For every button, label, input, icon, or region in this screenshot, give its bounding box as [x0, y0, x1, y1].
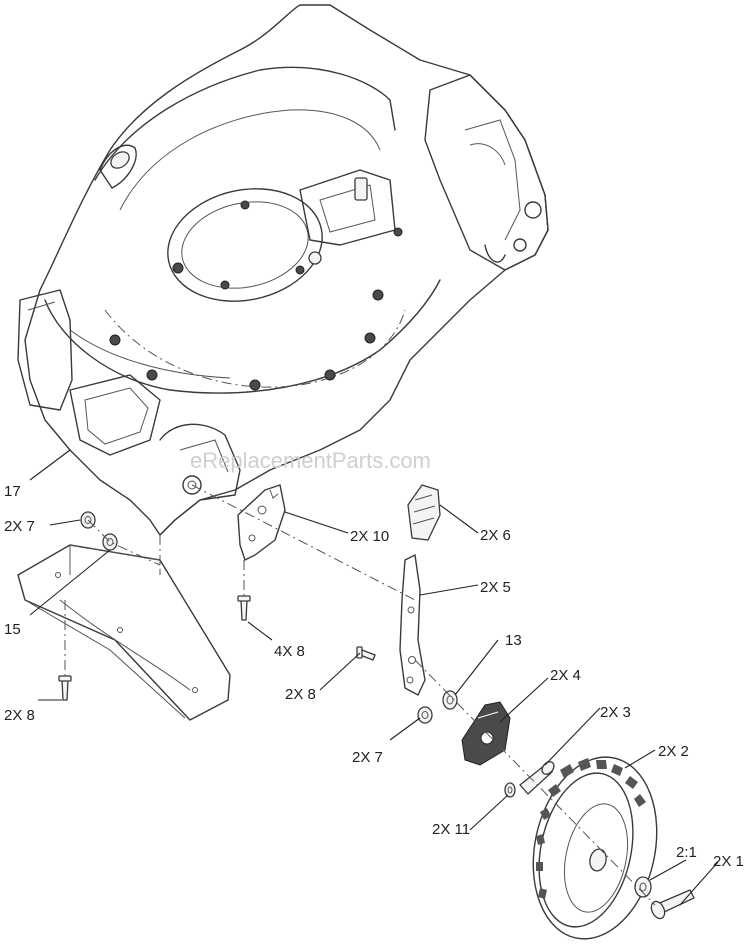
screw-bracket	[237, 595, 251, 621]
callout-2to1: 2:1	[676, 844, 697, 861]
callout-2x6: 2X 6	[480, 527, 511, 544]
spacer-bushing	[442, 690, 458, 710]
wheel-adapter-bracket	[461, 701, 511, 766]
mower-deck-housing	[17, 4, 549, 536]
callout-2x10: 2X 10	[350, 528, 389, 545]
callout-2x4: 2X 4	[550, 667, 581, 684]
height-adjust-lever	[399, 484, 441, 696]
hex-nut-right	[417, 706, 433, 724]
callout-2x11: 2X 11	[432, 821, 470, 838]
callout-2x7-left: 2X 7	[4, 518, 35, 535]
axle-bolt	[650, 889, 695, 920]
callout-2x2: 2X 2	[658, 743, 689, 760]
wheel	[532, 756, 658, 940]
screw-plate	[58, 675, 72, 701]
callout-labels: 17 2X 7 15 2X 8 4X 8 2X 10 2X 6 2X 5 13 …	[4, 483, 744, 870]
callout-2x8-right: 2X 8	[285, 686, 316, 703]
callout-2x3: 2X 3	[600, 704, 631, 721]
callout-4x8: 4X 8	[274, 643, 305, 660]
callout-17: 17	[4, 483, 21, 500]
callout-2x1: 2X 1	[713, 853, 744, 870]
assembly-centerlines	[64, 484, 656, 906]
watermark-text: eReplacementParts.com	[190, 448, 431, 473]
hub-spacer	[634, 876, 652, 898]
callout-13: 13	[505, 632, 522, 649]
callout-15: 15	[4, 621, 21, 638]
front-shield-plate	[17, 544, 231, 721]
callout-2x7-right: 2X 7	[352, 749, 383, 766]
lever-knob	[407, 484, 441, 541]
deck-bolts	[109, 200, 403, 391]
washer	[504, 782, 516, 798]
screw-lever	[356, 646, 376, 661]
callout-2x8-left: 2X 8	[4, 707, 35, 724]
callout-2x5: 2X 5	[480, 579, 511, 596]
leader-lines	[29, 449, 719, 906]
height-adjust-bracket	[237, 484, 286, 561]
